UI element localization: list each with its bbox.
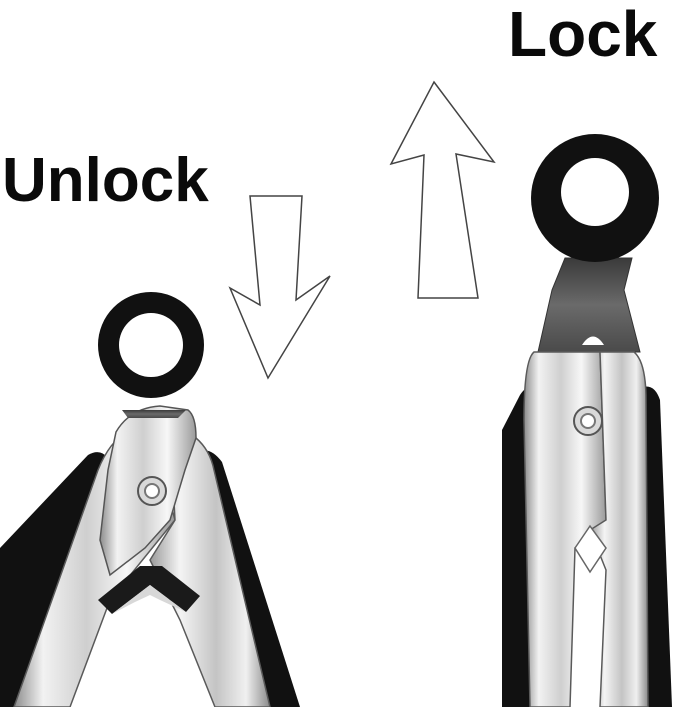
closed-gap bbox=[574, 524, 607, 574]
arrow-down-icon bbox=[228, 195, 331, 380]
right-arm bbox=[149, 428, 271, 707]
unlock-label: Unlock bbox=[2, 146, 209, 215]
lock-label: Lock bbox=[508, 0, 658, 70]
jaw-gap bbox=[98, 566, 200, 614]
right-arm bbox=[589, 351, 649, 707]
lock-tab bbox=[537, 257, 641, 353]
locked-tongs bbox=[502, 134, 672, 707]
unlocked-tongs bbox=[0, 292, 300, 707]
arrow-up-icon bbox=[389, 80, 496, 299]
